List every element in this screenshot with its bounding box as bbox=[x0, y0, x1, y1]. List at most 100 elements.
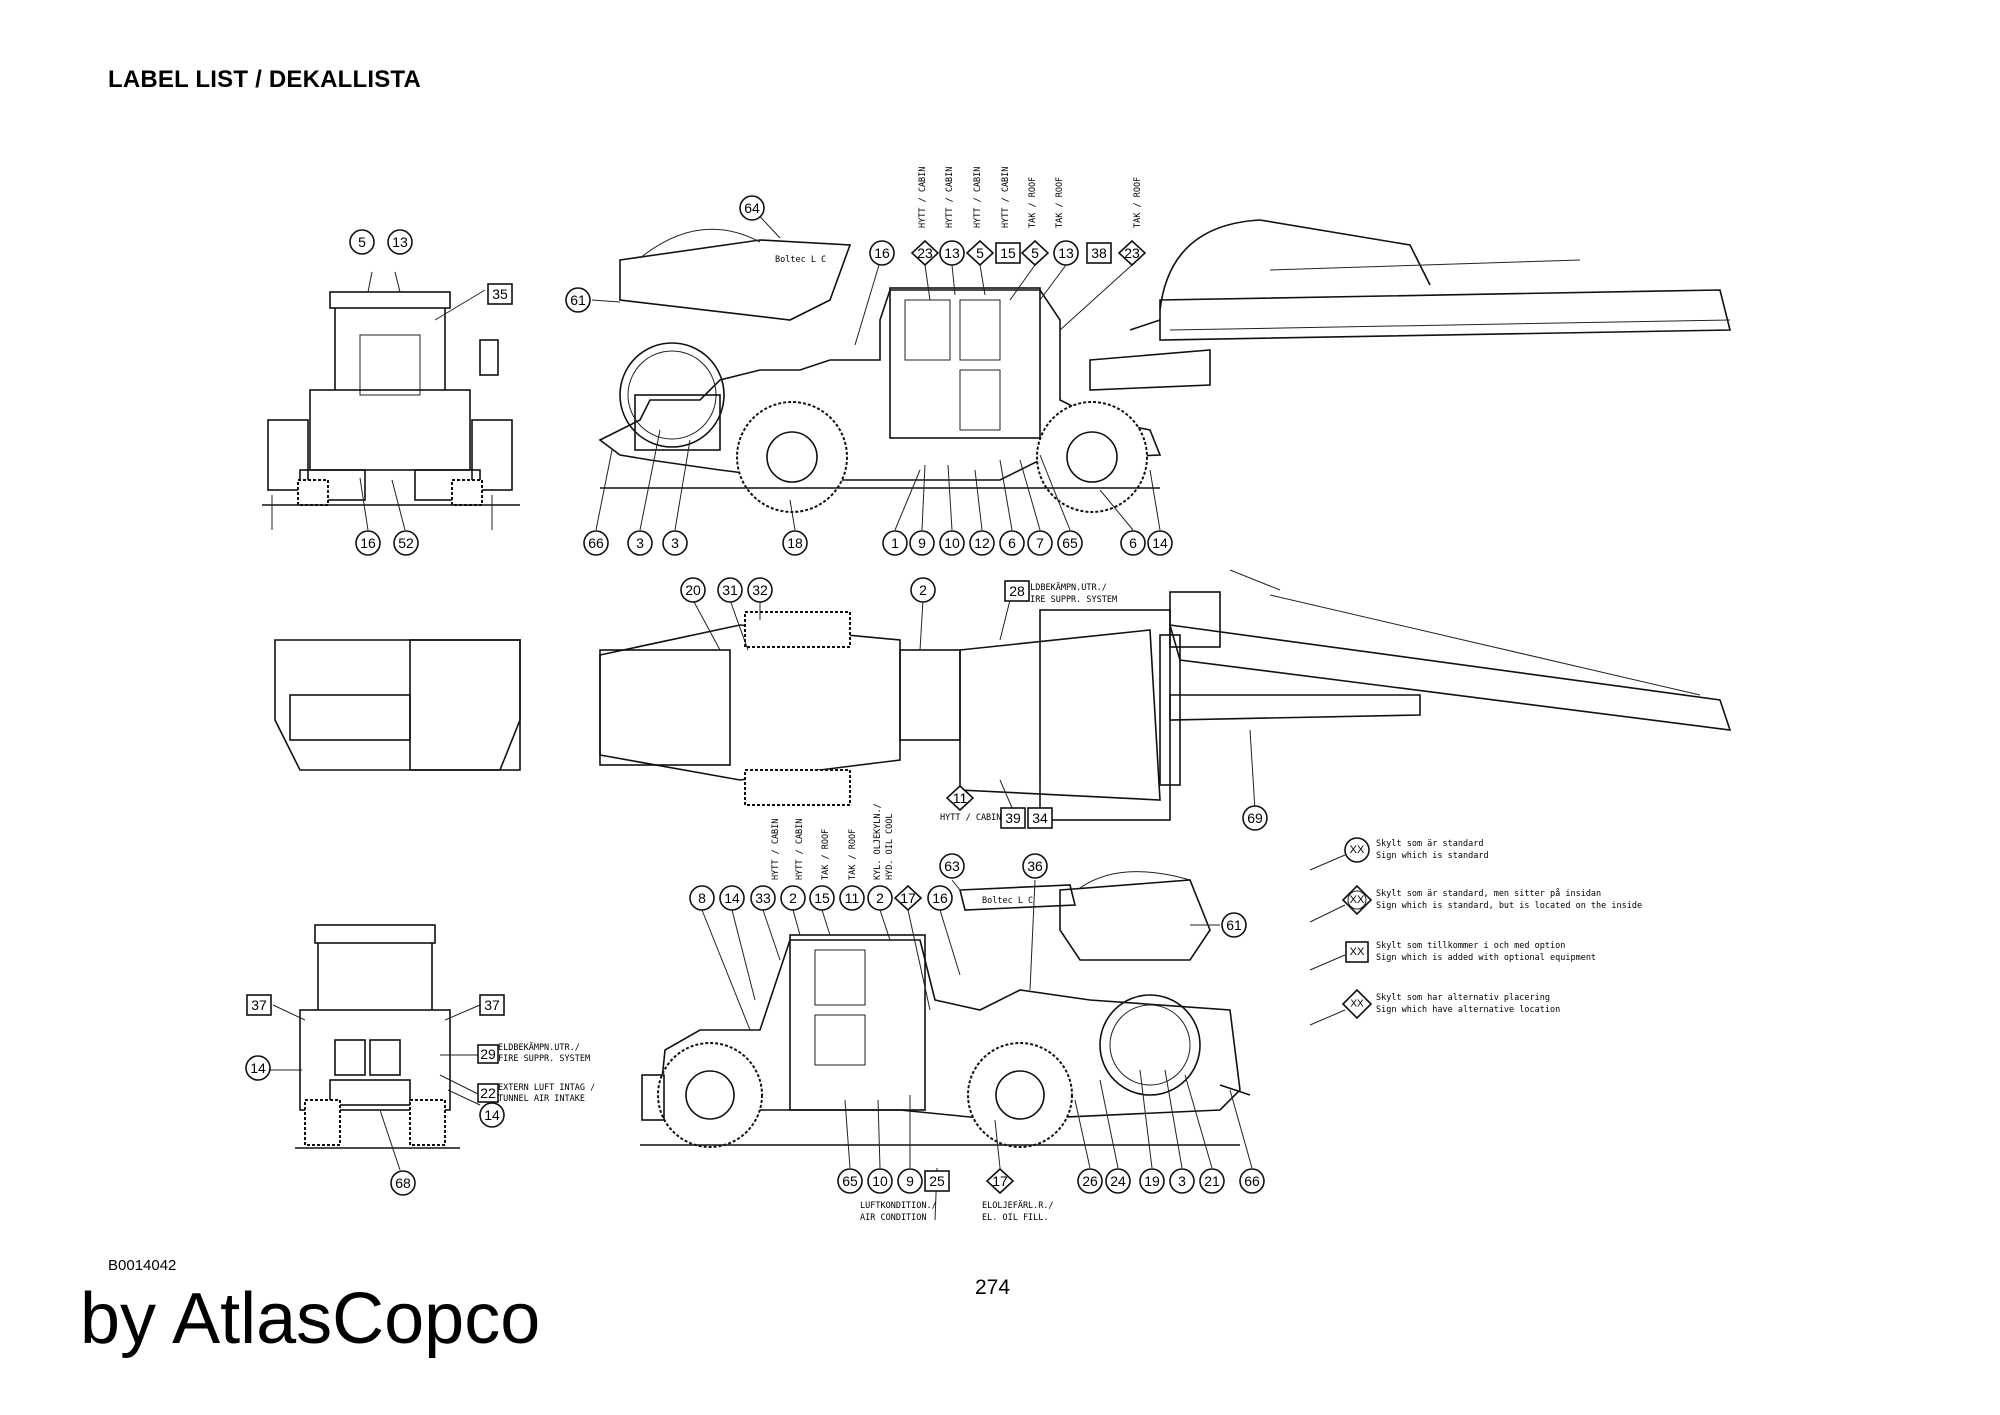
rear-view: ELDBEKÄMPN.UTR./ FIRE SUPPR. SYSTEM EXTE… bbox=[270, 924, 595, 1171]
svg-text:33: 33 bbox=[755, 890, 771, 906]
bottom-label-17-line1: ELOLJEFÄRL.R./ bbox=[982, 1200, 1054, 1211]
svg-text:TAK / ROOF: TAK / ROOF bbox=[848, 829, 858, 880]
svg-text:Sign which is added with optio: Sign which is added with optional equipm… bbox=[1376, 953, 1596, 963]
svg-text:65: 65 bbox=[842, 1173, 858, 1189]
plan-label-28-line1: ELDBEKÄMPN.UTR./ bbox=[1025, 582, 1107, 593]
svg-text:16: 16 bbox=[360, 535, 376, 551]
svg-text:22: 22 bbox=[480, 1085, 496, 1101]
bottom-label-17-line2: EL. OIL FILL. bbox=[982, 1213, 1049, 1223]
svg-text:HYTT / CABIN: HYTT / CABIN bbox=[795, 819, 805, 880]
svg-text:9: 9 bbox=[918, 535, 926, 551]
svg-text:2: 2 bbox=[919, 582, 927, 598]
svg-text:66: 66 bbox=[588, 535, 604, 551]
svg-text:XX: XX bbox=[1350, 999, 1364, 1010]
rear-label-22-line1: EXTERN LUFT INTAG / bbox=[498, 1083, 595, 1093]
svg-text:Skylt som har alternativ place: Skylt som har alternativ placering bbox=[1376, 993, 1550, 1003]
svg-text:Skylt som är standard, men sit: Skylt som är standard, men sitter på ins… bbox=[1376, 888, 1601, 899]
svg-text:15: 15 bbox=[814, 890, 830, 906]
svg-text:23: 23 bbox=[917, 245, 933, 261]
svg-text:69: 69 bbox=[1247, 810, 1263, 826]
svg-text:32: 32 bbox=[752, 582, 768, 598]
svg-text:Skylt som tillkommer i och med: Skylt som tillkommer i och med option bbox=[1376, 941, 1565, 951]
svg-text:XX: XX bbox=[1350, 894, 1365, 906]
svg-text:13: 13 bbox=[944, 245, 960, 261]
bottom-label-25-line2: AIR CONDITION bbox=[860, 1213, 927, 1223]
rear-label-29-line1: ELDBEKÄMPN.UTR./ bbox=[498, 1042, 580, 1053]
svg-text:Sign which have alternative lo: Sign which have alternative location bbox=[1376, 1005, 1560, 1015]
svg-text:5: 5 bbox=[358, 234, 366, 250]
plan-view: ELDBEKÄMPN.UTR./ FIRE SUPPR. SYSTEM HYTT… bbox=[274, 569, 1732, 823]
svg-text:37: 37 bbox=[484, 997, 500, 1013]
svg-text:36: 36 bbox=[1027, 858, 1043, 874]
vertical-labels-top: HYTT / CABIN HYTT / CABIN HYTT / CABIN H… bbox=[918, 167, 1143, 228]
rear-label-22-line2: TUNNEL AIR INTAKE bbox=[498, 1094, 585, 1104]
svg-text:17: 17 bbox=[992, 1173, 1008, 1189]
bottom-label-25-line1: LUFTKONDITION./ bbox=[860, 1201, 937, 1211]
svg-text:20: 20 bbox=[685, 582, 701, 598]
svg-text:7: 7 bbox=[1036, 535, 1044, 551]
svg-text:XX: XX bbox=[1350, 844, 1365, 856]
svg-text:TAK / ROOF: TAK / ROOF bbox=[1028, 177, 1038, 228]
svg-text:39: 39 bbox=[1005, 810, 1021, 826]
svg-text:13: 13 bbox=[1058, 245, 1074, 261]
svg-text:18: 18 bbox=[787, 535, 803, 551]
svg-text:2: 2 bbox=[876, 890, 884, 906]
callouts: 5 13 35 16 52 64 61 16 23 13 5 15 5 13 3… bbox=[245, 195, 1268, 1196]
svg-text:6: 6 bbox=[1008, 535, 1016, 551]
svg-text:25: 25 bbox=[929, 1173, 945, 1189]
plan-label-28-line2: FIRE SUPPR. SYSTEM bbox=[1025, 595, 1117, 605]
side-view: Boltec L C HYTT / CABIN HYTT / CABIN HYT… bbox=[591, 167, 1732, 531]
svg-text:64: 64 bbox=[744, 200, 760, 216]
svg-text:29: 29 bbox=[480, 1046, 496, 1062]
svg-text:KYL. OLJEKYLN./: KYL. OLJEKYLN./ bbox=[873, 803, 883, 880]
svg-text:Skylt som är standard: Skylt som är standard bbox=[1376, 839, 1483, 849]
svg-text:38: 38 bbox=[1091, 245, 1107, 261]
plan-label-11: HYTT / CABIN bbox=[940, 813, 1001, 823]
svg-text:3: 3 bbox=[671, 535, 679, 551]
svg-text:16: 16 bbox=[874, 245, 890, 261]
svg-text:8: 8 bbox=[698, 890, 706, 906]
svg-text:10: 10 bbox=[872, 1173, 888, 1189]
svg-text:15: 15 bbox=[1000, 245, 1016, 261]
symbol-legend: XX Skylt som är standard Sign which is s… bbox=[1309, 837, 1642, 1026]
svg-text:Sign which is standard, but is: Sign which is standard, but is located o… bbox=[1376, 901, 1642, 911]
svg-text:68: 68 bbox=[395, 1175, 411, 1191]
svg-text:5: 5 bbox=[1031, 245, 1039, 261]
svg-text:Sign which is standard: Sign which is standard bbox=[1376, 851, 1489, 861]
svg-text:XX: XX bbox=[1350, 946, 1365, 958]
svg-text:31: 31 bbox=[722, 582, 738, 598]
brand-text: by AtlasCopco bbox=[80, 1279, 541, 1359]
svg-text:28: 28 bbox=[1009, 583, 1025, 599]
svg-text:34: 34 bbox=[1032, 810, 1048, 826]
svg-text:16: 16 bbox=[932, 890, 948, 906]
front-view bbox=[262, 271, 520, 531]
svg-text:12: 12 bbox=[974, 535, 990, 551]
svg-text:HYTT / CABIN: HYTT / CABIN bbox=[973, 167, 983, 228]
svg-text:3: 3 bbox=[636, 535, 644, 551]
svg-text:14: 14 bbox=[484, 1107, 500, 1123]
svg-text:2: 2 bbox=[789, 890, 797, 906]
svg-text:35: 35 bbox=[492, 286, 508, 302]
svg-text:TAK / ROOF: TAK / ROOF bbox=[1055, 177, 1065, 228]
svg-text:13: 13 bbox=[392, 234, 408, 250]
page-number: 274 bbox=[975, 1276, 1011, 1299]
svg-text:HYTT / CABIN: HYTT / CABIN bbox=[771, 819, 781, 880]
drawing-id: B0014042 bbox=[108, 1257, 177, 1274]
svg-text:TAK / ROOF: TAK / ROOF bbox=[821, 829, 831, 880]
svg-text:21: 21 bbox=[1204, 1173, 1220, 1189]
svg-text:23: 23 bbox=[1124, 245, 1140, 261]
svg-text:65: 65 bbox=[1062, 535, 1078, 551]
page-title: LABEL LIST / DEKALLISTA bbox=[108, 66, 422, 93]
rear-label-29-line2: FIRE SUPPR. SYSTEM bbox=[498, 1054, 590, 1064]
svg-text:19: 19 bbox=[1144, 1173, 1160, 1189]
svg-text:14: 14 bbox=[724, 890, 740, 906]
svg-text:9: 9 bbox=[906, 1173, 914, 1189]
svg-text:26: 26 bbox=[1082, 1173, 1098, 1189]
svg-text:61: 61 bbox=[570, 292, 586, 308]
svg-text:24: 24 bbox=[1110, 1173, 1126, 1189]
svg-text:5: 5 bbox=[976, 245, 984, 261]
svg-text:HYTT / CABIN: HYTT / CABIN bbox=[918, 167, 928, 228]
side-view-opposite: Boltec L C HYTT / CABIN HYTT / CABIN TAK… bbox=[640, 803, 1253, 1223]
machine-label-bottom: Boltec L C bbox=[982, 896, 1033, 906]
